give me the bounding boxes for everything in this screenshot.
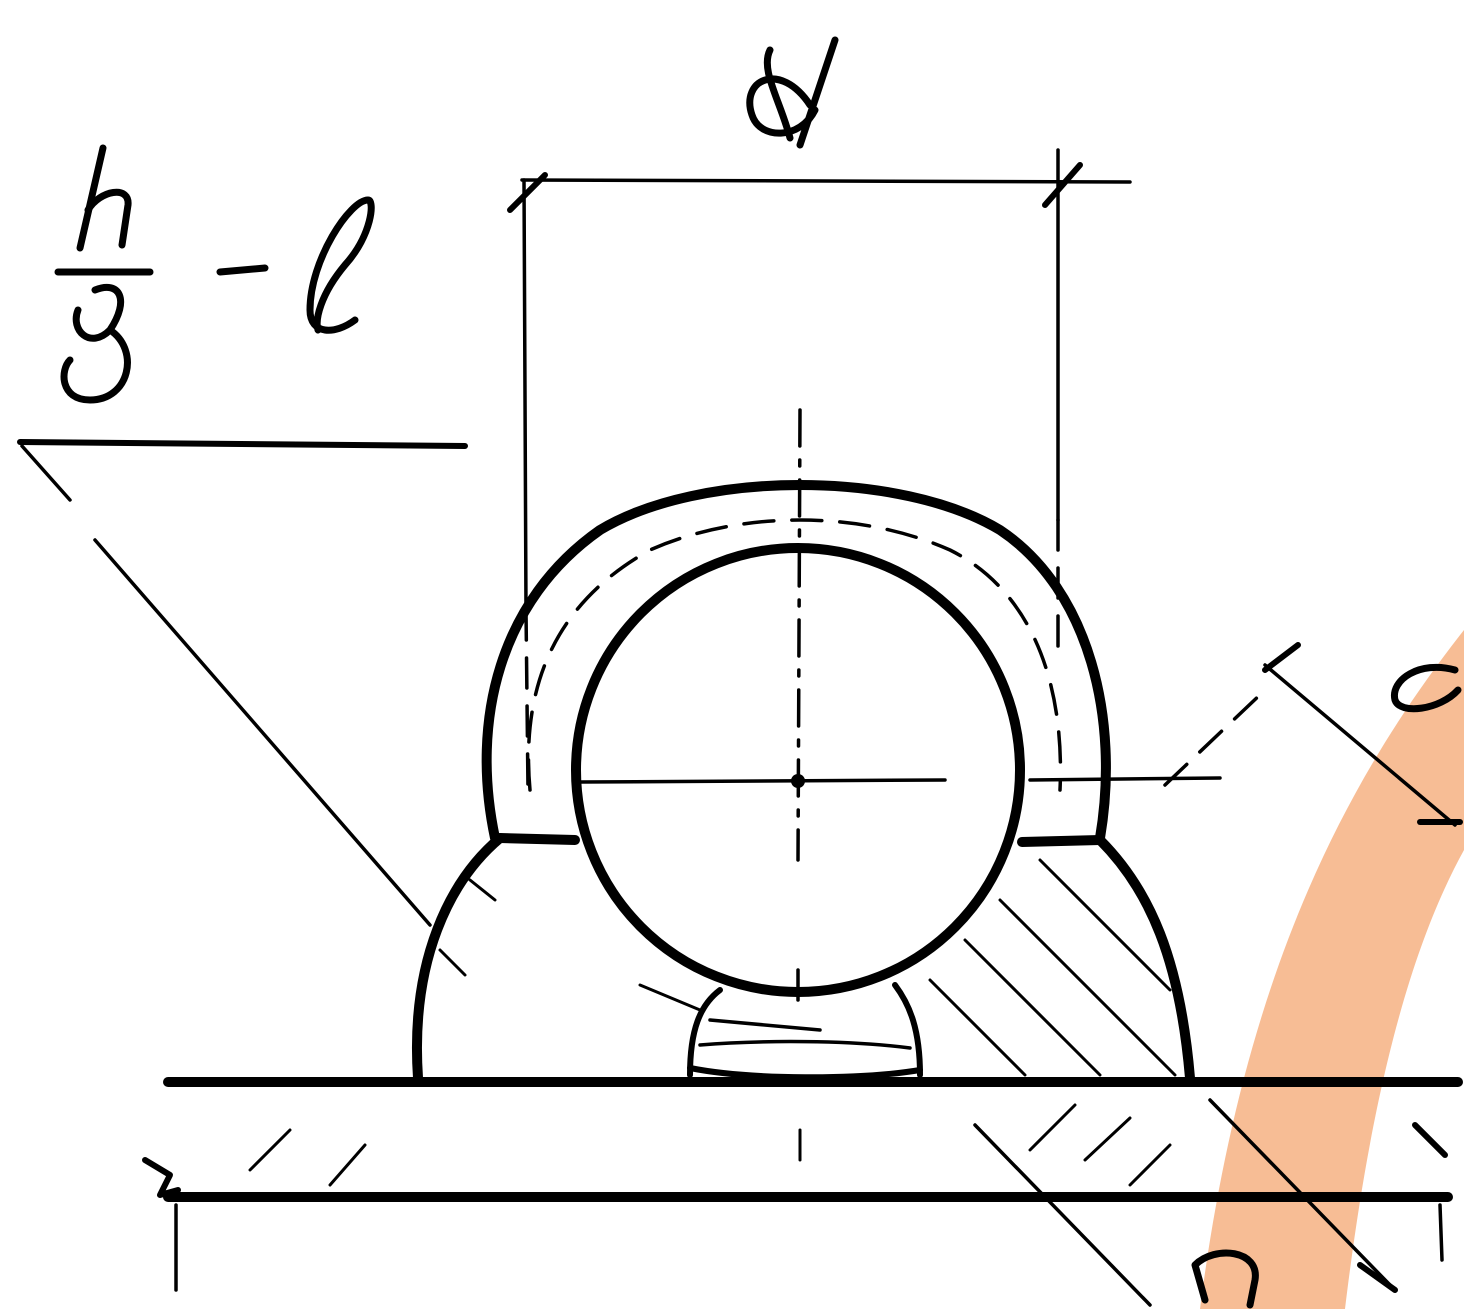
center-lines bbox=[578, 408, 947, 1002]
weld-hatching bbox=[438, 858, 1177, 1077]
label-text-bindings: h в - l a h bbox=[2, 3, 24, 5]
weld-right-flank bbox=[1095, 835, 1195, 1083]
plate-right-edge bbox=[1438, 1203, 1444, 1262]
pipe-hidden-arc bbox=[526, 518, 1063, 792]
dimension-h bbox=[973, 1098, 1448, 1307]
dimension-h-text: h bbox=[22, 3, 24, 5]
label-l bbox=[306, 196, 375, 334]
dimension-a bbox=[1028, 642, 1463, 827]
weld-left-flank bbox=[412, 833, 505, 1083]
weld-right-shoulder bbox=[1017, 835, 1105, 847]
label-a bbox=[1391, 663, 1462, 713]
label-h-stem bbox=[76, 144, 107, 252]
dimension-a-text: a bbox=[18, 3, 20, 5]
horizontal-center-line bbox=[578, 778, 947, 784]
weld-symbol-suffix-text: - l bbox=[10, 3, 12, 5]
dimension-line-d bbox=[520, 178, 1132, 184]
tick-right bbox=[1042, 162, 1083, 208]
label-h-arch bbox=[84, 188, 132, 249]
root-weld bbox=[687, 982, 923, 1081]
center-point bbox=[791, 774, 805, 788]
highlight-band bbox=[1200, 630, 1464, 1309]
weld-symbol bbox=[54, 144, 375, 404]
label-dash bbox=[216, 264, 269, 276]
label-h-bottom bbox=[1191, 1249, 1259, 1309]
dimension-a-base bbox=[1028, 776, 1222, 782]
vertical-center-line bbox=[796, 408, 802, 862]
label-d: d bbox=[746, 36, 839, 149]
leader-shelf bbox=[17, 439, 468, 449]
weld-left-shoulder bbox=[495, 833, 580, 845]
plate-hatching bbox=[248, 1103, 1172, 1187]
extension-line-left bbox=[522, 178, 528, 612]
weld-symbol-top-text: h bbox=[2, 3, 4, 5]
tick-left bbox=[507, 172, 548, 213]
weld-contour bbox=[412, 833, 1195, 1083]
diameter-dimension bbox=[507, 148, 1132, 792]
base-plate bbox=[142, 1077, 1463, 1292]
dimension-a-line bbox=[1263, 663, 1457, 827]
weld-symbol-bottom-text: в bbox=[6, 3, 8, 5]
weld-symbol-leader bbox=[17, 439, 468, 927]
leader-line-upper bbox=[20, 444, 72, 502]
label-b bbox=[60, 283, 131, 404]
dimension-h-line bbox=[1208, 1098, 1392, 1287]
leader-line bbox=[93, 538, 432, 927]
plate-break-mark bbox=[142, 1157, 181, 1198]
